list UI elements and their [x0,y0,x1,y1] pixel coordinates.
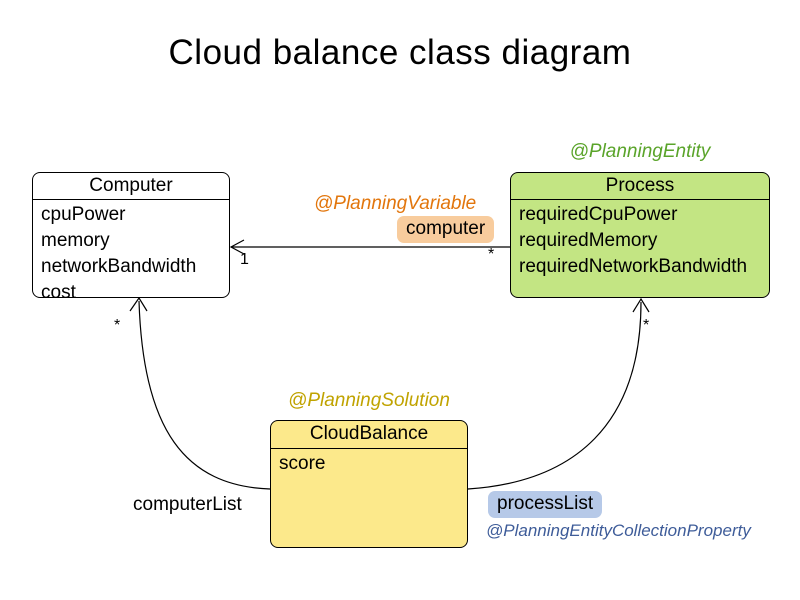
process-attr: requiredCpuPower [519,204,678,225]
processlist-badge: processList [488,491,603,518]
arrowhead-up-left-icon [129,296,148,312]
planning-variable-annotation: @PlanningVariable [314,193,477,214]
planning-solution-annotation: @PlanningSolution [288,390,450,411]
multiplicity-one: 1 [240,251,249,268]
process-attr: requiredNetworkBandwidth [519,256,748,277]
process-attr: requiredMemory [519,230,658,251]
multiplicity-star-process-end: * [488,246,495,263]
cloudbalance-class-box: CloudBalance score [270,420,468,548]
computer-attr: memory [41,230,110,251]
cloudbalance-process-association-curve [467,301,642,490]
multiplicity-star-processlist: * [643,317,650,334]
computer-attr: cost [41,282,76,303]
computer-attr: cpuPower [41,204,126,225]
process-attributes: requiredCpuPower requiredMemory required… [511,200,769,280]
computer-attributes: cpuPower memory networkBandwidth cost [33,200,229,306]
arrowhead-left-icon [229,239,245,255]
process-class-box: Process requiredCpuPower requiredMemory … [510,172,770,298]
planning-entity-collection-property-annotation: @PlanningEntityCollectionProperty [486,521,751,540]
computer-attr: networkBandwidth [41,256,197,277]
cloudbalance-attributes: score [271,449,467,477]
page-title: Cloud balance class diagram [168,33,632,72]
computerlist-label: computerList [133,494,242,515]
process-class-name: Process [511,173,769,200]
arrowhead-up-right-icon [632,297,650,313]
multiplicity-star-computerlist: * [114,317,121,334]
planning-entity-annotation: @PlanningEntity [569,141,711,162]
computer-class-name: Computer [33,173,229,200]
computer-class-box: Computer cpuPower memory networkBandwidt… [32,172,230,303]
cloudbalance-attr: score [279,453,326,474]
cloudbalance-computer-association-curve [138,300,271,490]
cloudbalance-class-name: CloudBalance [271,421,467,449]
computer-role-badge: computer [397,216,495,243]
